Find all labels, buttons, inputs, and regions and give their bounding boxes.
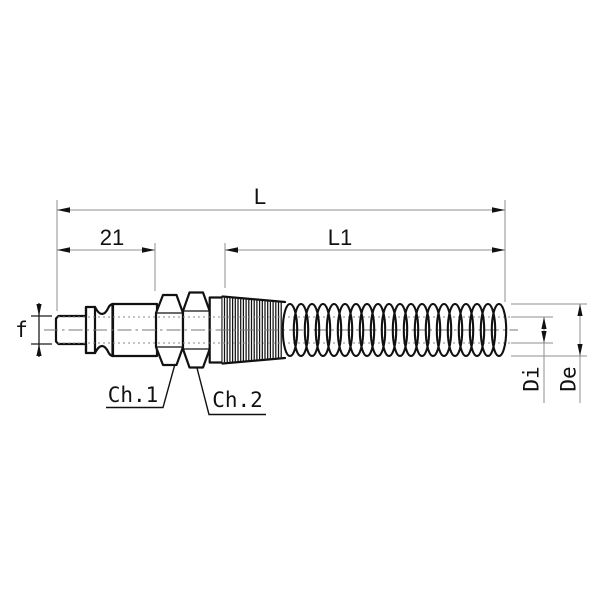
spring-guard-coils [281, 302, 508, 358]
spring-coil [303, 302, 321, 358]
callout-ch1: Ch.1 [106, 363, 176, 409]
dim-De-arrow-top [577, 304, 583, 316]
dim-21-label: 21 [100, 225, 124, 250]
spring-coil [336, 302, 354, 358]
dim-L: L [57, 184, 505, 213]
spring-coil [402, 302, 420, 358]
spring-coil [281, 302, 299, 358]
dim-L1-arrow-right [492, 247, 505, 253]
spring-coil [369, 302, 387, 358]
spring-coil [424, 302, 442, 358]
spring-coil [347, 302, 365, 358]
spring-coil [479, 302, 497, 358]
dim-De: De [557, 304, 583, 403]
spring-coil [435, 302, 453, 358]
dim-L-arrow-left [57, 207, 70, 213]
dim-De-arrow-bottom [577, 344, 583, 356]
spring-coil [391, 302, 409, 358]
dim-L1: L1 [225, 225, 505, 253]
close-coil-bottom-edge [221, 356, 287, 365]
callout-ch2-leader [196, 367, 266, 416]
spring-coil [314, 302, 332, 358]
dim-f-label: f [15, 318, 28, 342]
dim-f: f [15, 303, 52, 357]
callout-ch2: Ch.2 [196, 367, 266, 416]
dim-De-label: De [557, 366, 581, 391]
dim-21-arrow-left [57, 247, 70, 253]
spring-coil [446, 302, 464, 358]
spring-coil [325, 302, 343, 358]
dim-L-label: L [254, 184, 266, 209]
spring-close-coil-section [221, 295, 287, 365]
dim-L1-arrow-left [225, 247, 238, 253]
callout-ch1-label: Ch.1 [108, 383, 159, 407]
spring-coil [468, 302, 486, 358]
callout-ch1-leader [106, 363, 176, 409]
spring-coil [490, 302, 508, 358]
spring-coil [413, 302, 431, 358]
spring-coil [380, 302, 398, 358]
dim-21: 21 [57, 225, 155, 253]
callout-ch2-label: Ch.2 [212, 388, 263, 412]
extension-lines [56, 200, 587, 357]
spring-coil [292, 302, 310, 358]
dim-f-arrow-bottom [36, 344, 42, 356]
dim-L1-label: L1 [328, 225, 352, 250]
dim-Di-arrow-bottom [541, 331, 547, 343]
dim-f-arrow-top [36, 304, 42, 316]
dim-21-arrow-right [142, 247, 155, 253]
spring-coil [358, 302, 376, 358]
dim-L-arrow-right [492, 207, 505, 213]
dim-Di-arrow-top [541, 317, 547, 329]
close-coil-top-edge [221, 295, 287, 304]
spring-coil [457, 302, 475, 358]
dim-Di-label: Di [520, 366, 544, 391]
dim-Di: Di [520, 317, 547, 403]
